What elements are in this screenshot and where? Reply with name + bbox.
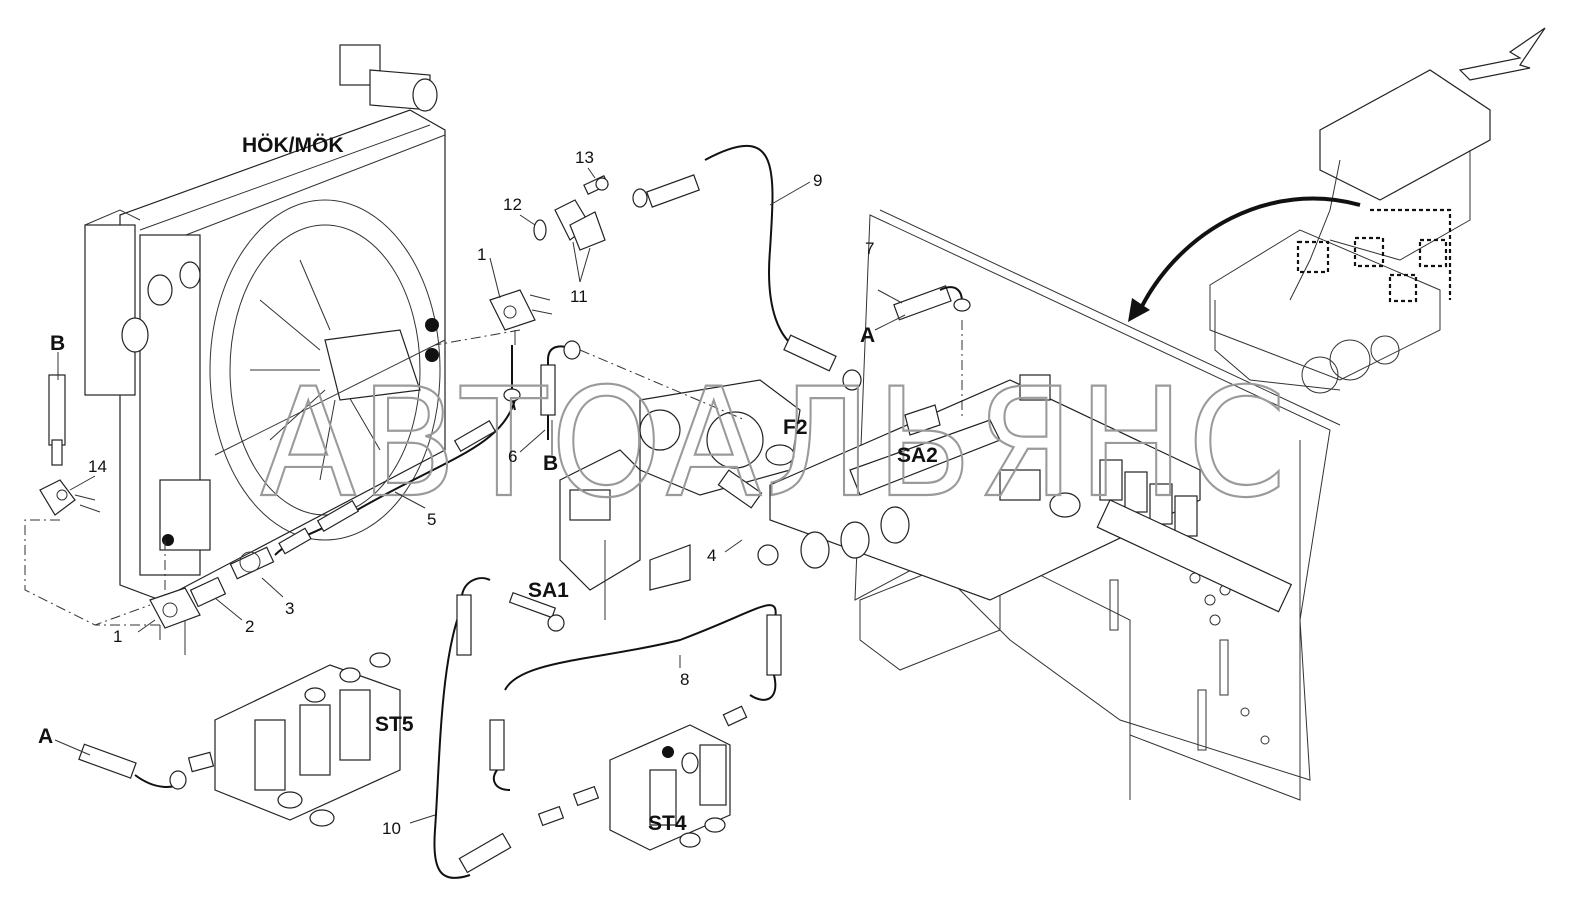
clamp-halves-11 [554,199,606,251]
label-part-1-bottom: 1 [113,627,122,646]
hose-9 [632,145,862,391]
bolt-13 [583,175,609,195]
flange-1-top [489,289,553,411]
paver-machine-overview [1209,69,1491,394]
o-ring-12 [533,219,547,241]
st4-valve-block [537,705,748,851]
center-valve-assembly [559,374,1293,620]
label-f2: F2 [783,416,808,439]
label-part-7: 7 [865,239,874,258]
label-part-5: 5 [427,510,436,529]
label-a-top: A [860,324,875,347]
cooler-assembly [84,44,446,601]
label-part-2: 2 [245,617,254,636]
label-st4: ST4 [648,812,687,835]
label-b-center: B [543,452,558,475]
view-direction-arrow-icon [1458,27,1546,81]
label-part-8: 8 [680,670,689,689]
labels: HÖK/MÖK SA1 SA2 F2 ST4 ST5 A A B B 1 1 2… [38,134,938,838]
dash-connections-left [24,329,521,626]
label-sa2: SA2 [897,444,938,467]
valve-stack [1099,459,1198,537]
hose-8 [489,604,782,791]
label-part-9: 9 [813,171,822,190]
label-part-4: 4 [707,546,716,565]
st5-valve-block [187,652,401,827]
spring-fittings [800,506,910,569]
label-part-14: 14 [88,457,107,476]
detail-pointer-arrow-icon [1128,196,1361,322]
hose-b-left [39,374,101,516]
frame-plate [854,209,1341,801]
label-part-1-top: 1 [477,245,486,264]
fitting-2 [189,576,227,608]
flange-1-bottom [149,587,201,655]
leader-lines [54,167,906,824]
label-part-6: 6 [508,447,517,466]
hose-7 [893,285,971,420]
label-part-3: 3 [285,599,294,618]
label-sa1: SA1 [528,579,569,602]
hose-5 [274,399,516,556]
hose-a-bottom [78,743,187,790]
label-st5: ST5 [375,713,414,736]
label-a-bottom: A [38,725,53,748]
hose-10 [433,577,512,879]
hose-6 [540,340,746,440]
sa1-fitting [508,592,565,632]
fitting-3 [229,546,275,580]
label-part-12: 12 [503,195,522,214]
label-part-13: 13 [575,148,594,167]
watermark: АВТОАЛЬЯНС [260,357,1290,531]
label-part-10: 10 [382,819,401,838]
label-part-11: 11 [570,287,588,306]
label-hok-mok: HÖK/MÖK [242,134,344,157]
label-b-left: B [50,332,65,355]
